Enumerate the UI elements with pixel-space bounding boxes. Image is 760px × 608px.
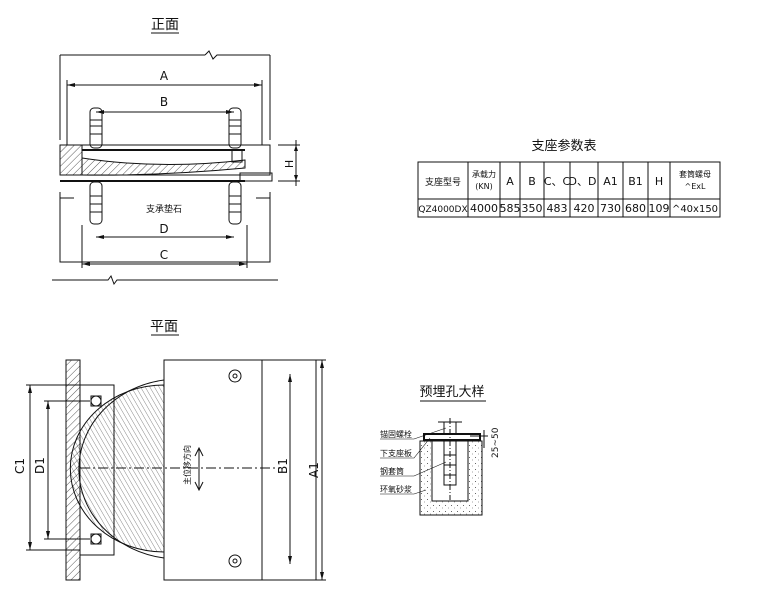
- table-header-4: C、C: [544, 175, 571, 188]
- table-cell-2: 585: [500, 202, 521, 215]
- dim-D1-label: D1: [33, 457, 47, 474]
- detail-label-2: 钢套筒: [380, 466, 404, 476]
- direction-label: 主位移方向: [182, 445, 192, 485]
- table-cell-8: 109: [649, 202, 670, 215]
- dim-D-label: D: [159, 222, 168, 236]
- dim-B-label: B: [160, 95, 168, 109]
- front-view-title: 正面: [151, 17, 179, 33]
- table-cell-0: QZ4000DX: [418, 205, 467, 215]
- detail-label-0: 锚固螺栓: [380, 429, 412, 439]
- dim-C-label: C: [160, 248, 168, 262]
- table-cell-5: 420: [574, 202, 595, 215]
- plan-view-title: 平面: [150, 319, 178, 335]
- detail-label-1: 下支座板: [380, 448, 412, 458]
- table-cell-6: 730: [600, 202, 621, 215]
- parameter-table: 支座参数表 支座型号 承载力 (KN) A B C、CD、D'A1 B1 H 套筒螺母 ^ExL Q…: [417, 138, 721, 218]
- table-header-0: 支座型号: [425, 176, 461, 188]
- table-header-1: 承载力: [472, 169, 496, 179]
- table-header-2: A: [506, 175, 514, 188]
- table-header-1: (KN): [475, 182, 492, 191]
- front-view: 正面 A B: [52, 17, 300, 286]
- top-right-bolt: [228, 107, 242, 149]
- table-header-9: 套筒螺母: [679, 169, 711, 179]
- top-left-bolt: [89, 107, 103, 149]
- bottom-left-bolt: [89, 181, 103, 225]
- table-header-8: H: [655, 175, 663, 188]
- table-cell-3: 350: [522, 202, 543, 215]
- dim-C1-label: C1: [13, 458, 27, 474]
- pad-label: 支承垫石: [146, 203, 182, 215]
- table-cell-4: 483: [547, 202, 568, 215]
- dim-B1-label: B1: [276, 458, 290, 474]
- table-header-5: D、D': [569, 175, 600, 188]
- detail-title: 预埋孔大样: [419, 385, 484, 400]
- table-cell-7: 680: [625, 202, 646, 215]
- dim-A1-label: A1: [307, 462, 321, 478]
- dim-H-label: H: [283, 160, 296, 168]
- bottom-right-bolt: [228, 181, 242, 225]
- table-title: 支座参数表: [531, 138, 596, 154]
- plan-view: 平面 主位移方向 C1 D1 B1: [13, 319, 326, 581]
- detail-label-3: 环氧砂浆: [380, 484, 412, 494]
- table-cell-9: ^40x150: [672, 204, 718, 215]
- detail-dim: 25~50: [491, 427, 501, 458]
- table-header-3: B: [528, 175, 536, 188]
- table-cell-1: 4000: [470, 202, 498, 215]
- table-header-7: B1: [628, 175, 643, 188]
- dim-A-label: A: [160, 69, 169, 83]
- table-header-9: ^ExL: [685, 182, 706, 191]
- table-header-6: A1: [603, 175, 618, 188]
